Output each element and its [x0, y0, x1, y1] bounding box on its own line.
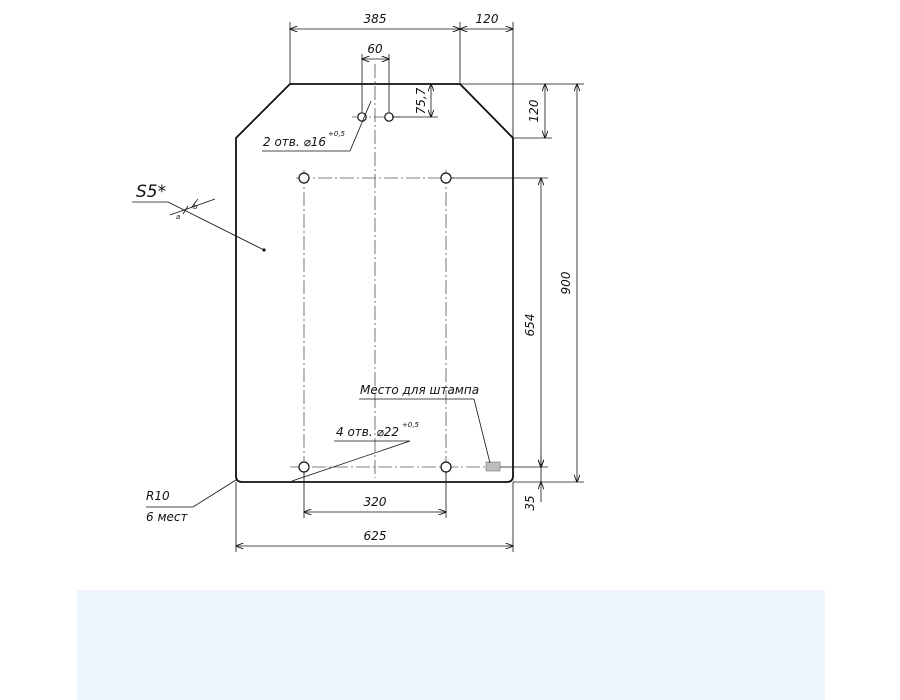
note-radius-count: 6 мест	[146, 510, 188, 524]
hole-small-right	[384, 112, 394, 122]
holes	[298, 112, 452, 473]
plate-outline	[235, 83, 514, 483]
hole-large-top-right	[440, 172, 452, 184]
hole-large-top-left	[298, 172, 310, 184]
technical-drawing: 385 120 60 75,7 120 900 654 35 320 625 2…	[132, 12, 584, 552]
centerlines	[290, 64, 500, 478]
note-radius: R10	[146, 489, 170, 503]
dim-hole-pitch-vertical: 654	[523, 314, 537, 337]
hole-small-left	[357, 112, 367, 122]
hole-large-bottom-left	[298, 461, 310, 473]
note-holes-large-tol: +0,5	[402, 421, 420, 429]
hole-large-bottom-right	[440, 461, 452, 473]
stamp-placeholder	[485, 461, 501, 472]
leader-lines	[132, 100, 491, 508]
dim-overall-height: 900	[559, 271, 573, 294]
note-thickness-sub-b: b	[193, 203, 198, 211]
dim-bottom-offset: 35	[523, 495, 537, 510]
note-holes-large: 4 отв. ⌀22	[336, 425, 399, 439]
note-thickness: S5*	[136, 182, 166, 202]
dim-top-chamfer-width: 120	[476, 12, 499, 26]
bottom-panel	[77, 590, 825, 700]
dim-overall-width: 625	[364, 529, 387, 543]
dimension-lines	[236, 22, 584, 552]
dim-hole-offset: 75,7	[414, 87, 428, 114]
dim-hole-pitch-horizontal: 320	[364, 495, 387, 509]
note-thickness-sub-a: a	[176, 213, 180, 221]
note-holes-small: 2 отв. ⌀16	[263, 135, 326, 149]
dim-hole-spacing-top: 60	[367, 42, 383, 56]
note-stamp: Место для штампа	[360, 383, 479, 397]
dim-top-width: 385	[364, 12, 387, 26]
note-holes-small-tol: +0,5	[328, 130, 346, 138]
dim-chamfer-height: 120	[527, 99, 541, 122]
